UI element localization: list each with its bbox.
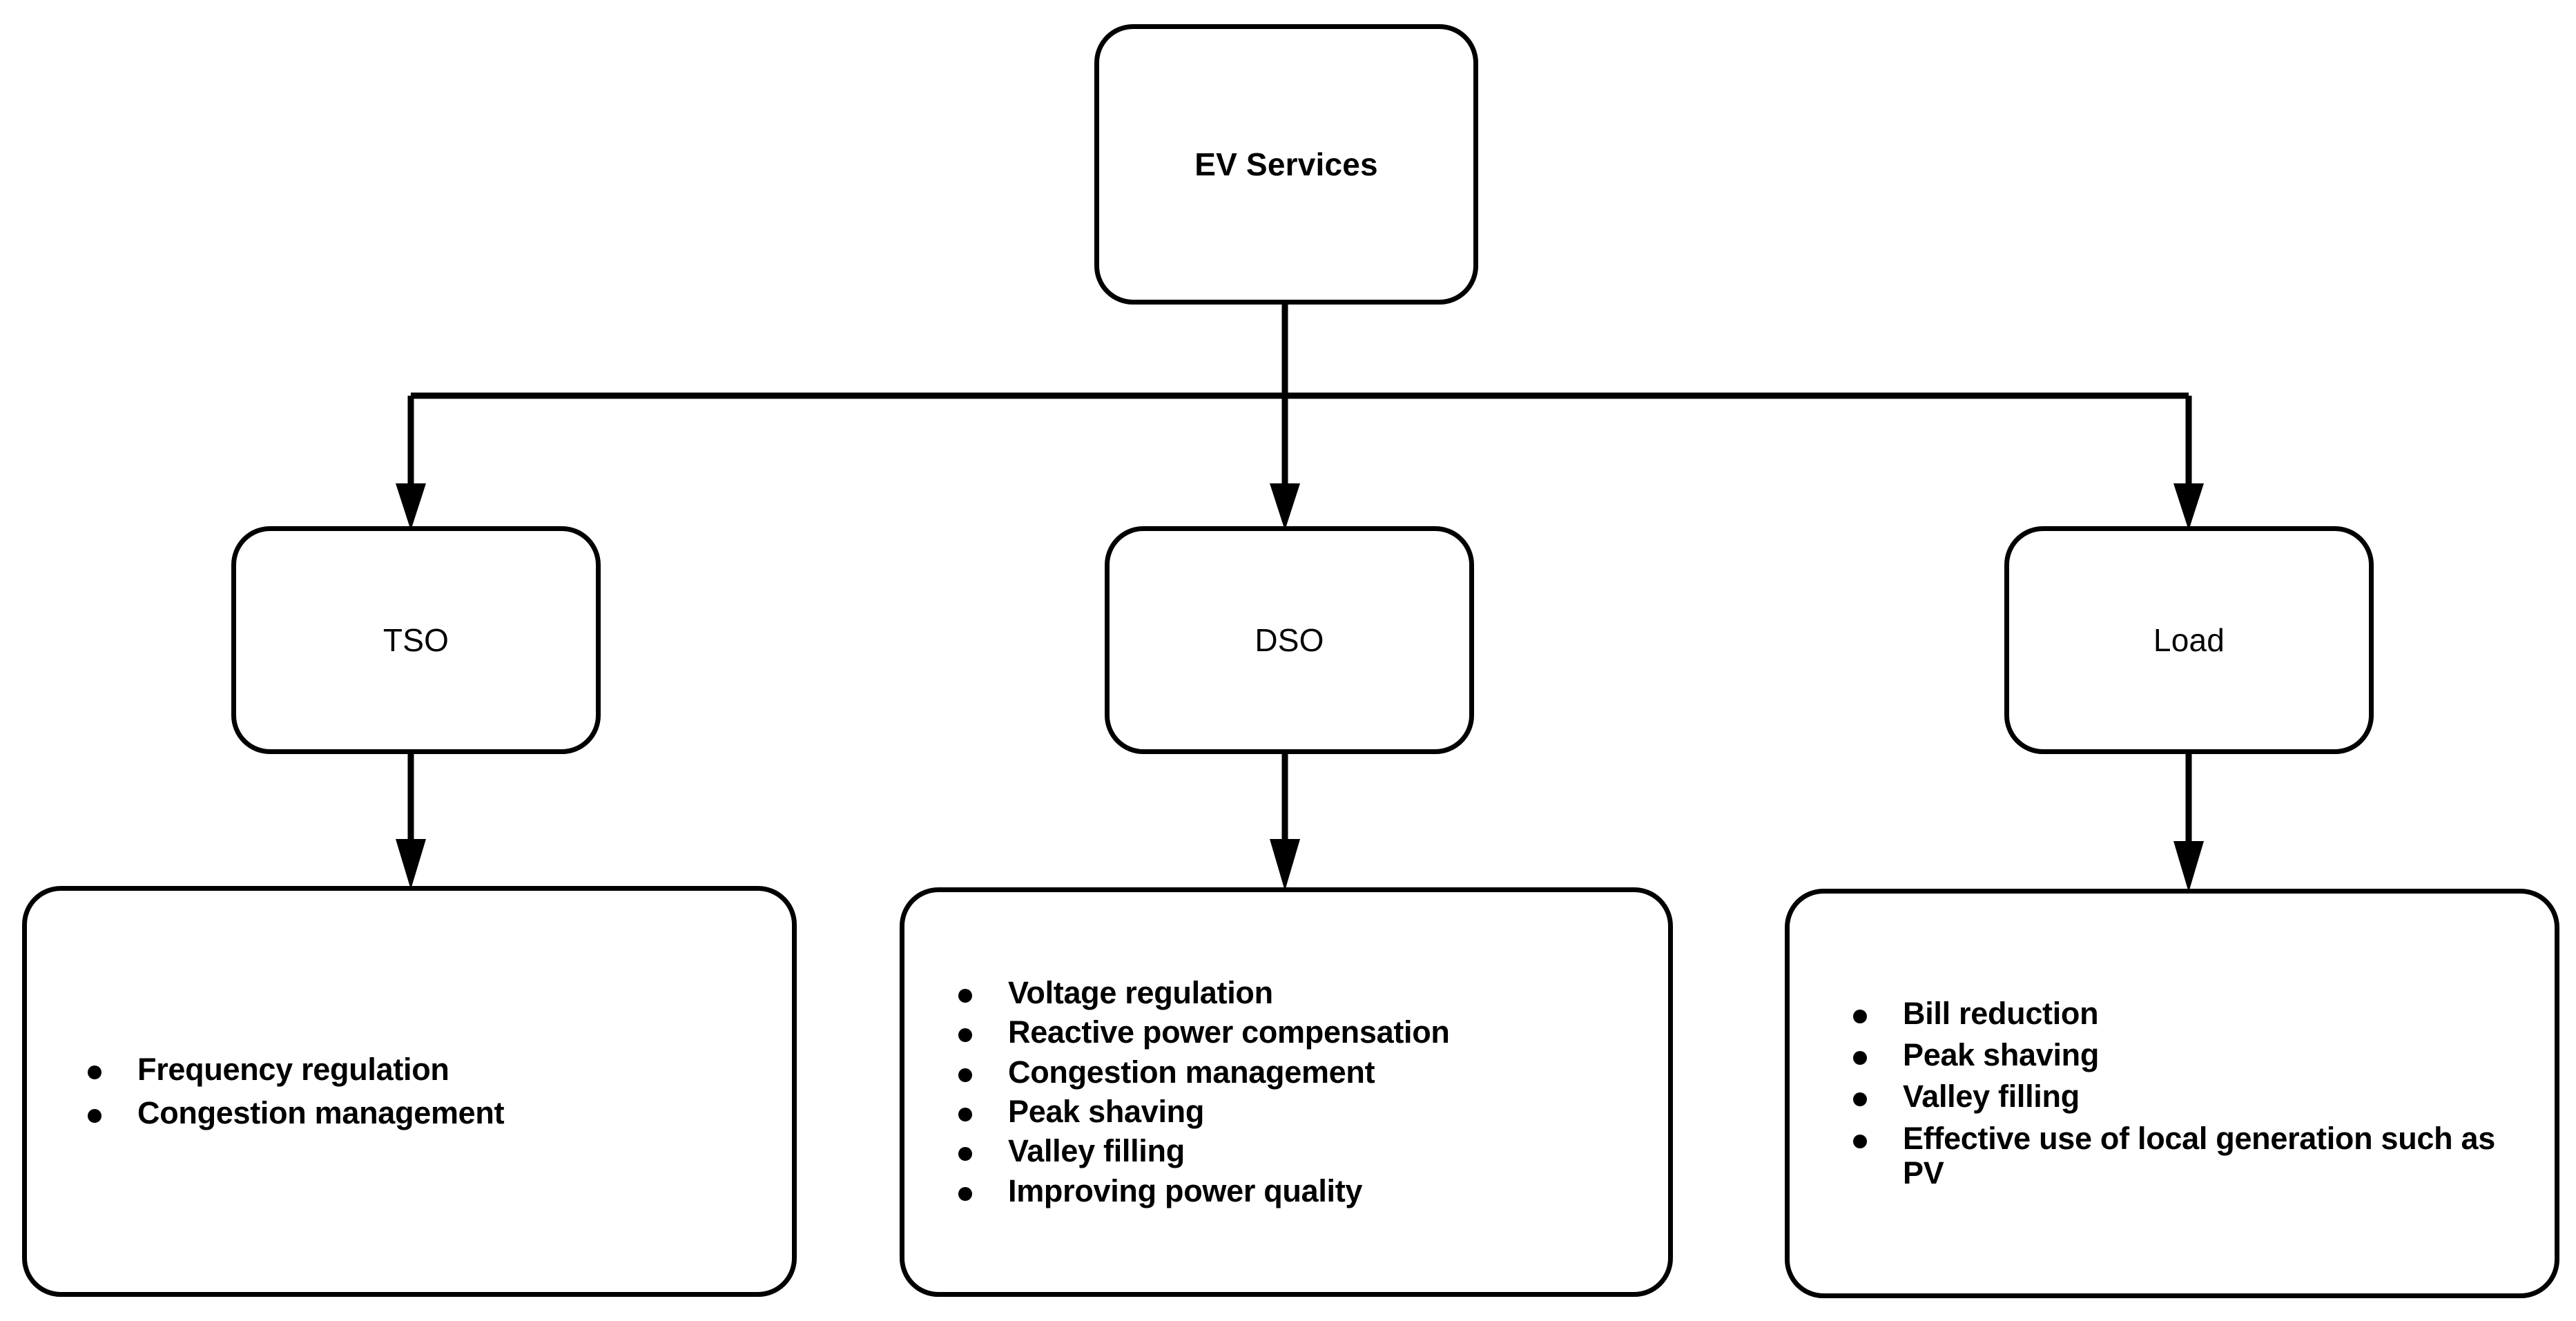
node-load-label: Load: [2153, 621, 2225, 658]
node-dso[interactable]: DSO: [1105, 526, 1474, 754]
list-item-label: Congestion management: [1008, 1054, 1375, 1090]
list-item-label: Improving power quality: [1008, 1173, 1363, 1208]
arrowhead-load-list: [2173, 841, 2204, 892]
bullet-dot-icon: [958, 1068, 972, 1082]
list-item-label: Valley filling: [1008, 1133, 1185, 1169]
list-item: Peak shaving: [958, 1094, 1640, 1129]
list-item: Congestion management: [88, 1095, 744, 1130]
bullet-dot-icon: [958, 1108, 972, 1121]
arrowhead-load: [2173, 483, 2204, 530]
node-ev-services[interactable]: EV Services: [1094, 24, 1478, 305]
list-item-label: Peak shaving: [1903, 1036, 2100, 1072]
list-item-label: Congestion management: [137, 1095, 505, 1130]
node-ev-services-label: EV Services: [1194, 146, 1378, 182]
list-item: Congestion management: [958, 1054, 1640, 1090]
list-item-label: Reactive power compensation: [1008, 1014, 1450, 1050]
list-item: Peak shaving: [1853, 1036, 2527, 1072]
list-item-label: Bill reduction: [1903, 995, 2099, 1031]
arrowhead-dso-list: [1270, 839, 1300, 891]
bullet-dot-icon: [88, 1108, 101, 1123]
node-tso-label: TSO: [382, 621, 449, 658]
list-item: Reactive power compensation: [958, 1014, 1640, 1050]
bullet-dot-icon: [1853, 1009, 1867, 1023]
node-load[interactable]: Load: [2004, 526, 2374, 754]
list-item-label: Peak shaving: [1008, 1094, 1205, 1129]
arrowhead-dso: [1270, 483, 1300, 530]
node-dso-label: DSO: [1255, 621, 1324, 658]
list-item: Improving power quality: [958, 1173, 1640, 1208]
bullet-dot-icon: [958, 988, 972, 1003]
list-item: Frequency regulation: [88, 1052, 744, 1087]
bullet-dot-icon: [1853, 1092, 1867, 1107]
bullet-dot-icon: [1853, 1134, 1867, 1148]
arrowhead-tso: [396, 483, 426, 530]
list-item: Valley filling: [958, 1133, 1640, 1169]
bullet-dot-icon: [958, 1147, 972, 1161]
list-item: Valley filling: [1853, 1079, 2527, 1114]
list-item: Bill reduction: [1853, 996, 2527, 1031]
bullet-dot-icon: [88, 1066, 101, 1080]
arrowhead-tso-list: [396, 839, 426, 889]
bullet-dot-icon: [1853, 1050, 1867, 1065]
list-item-label: Frequency regulation: [137, 1052, 449, 1088]
list-item-label: Effective use of local generation such a…: [1903, 1120, 2495, 1191]
node-tso[interactable]: TSO: [231, 526, 601, 754]
list-item-label: Voltage regulation: [1008, 974, 1273, 1010]
bullet-dot-icon: [958, 1186, 972, 1201]
list-item-label: Valley filling: [1903, 1079, 2080, 1115]
list-item: Voltage regulation: [958, 974, 1640, 1010]
list-item: Effective use of local generation such a…: [1853, 1121, 2527, 1191]
bullet-dot-icon: [958, 1028, 972, 1043]
